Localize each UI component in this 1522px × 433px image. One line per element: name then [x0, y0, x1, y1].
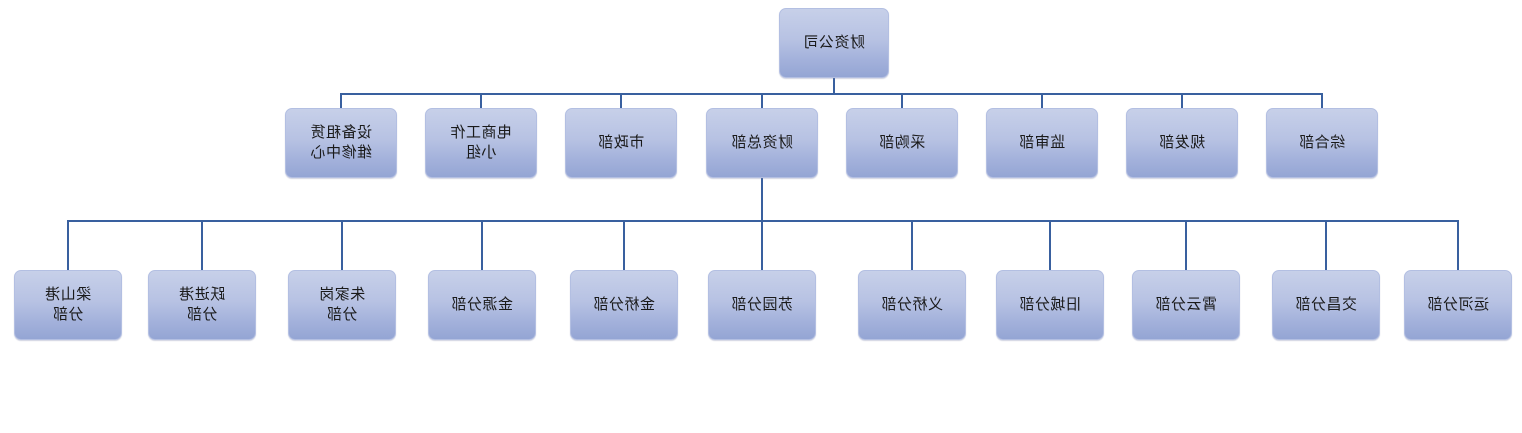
node-label: 综合部 [1298, 133, 1346, 151]
level3-bus [68, 220, 1458, 222]
org-node-level2-4[interactable]: 采购部 [846, 108, 958, 178]
level3-drop-0 [67, 220, 69, 270]
node-label: 运河分部 [1427, 295, 1490, 313]
node-label: 金源分部 [451, 295, 514, 313]
node-label: 义桥分部 [881, 295, 944, 313]
level2-drop-5 [1041, 93, 1043, 108]
org-node-level2-6[interactable]: 规发部 [1126, 108, 1238, 178]
org-node-level3-6[interactable]: 义桥分部 [858, 270, 966, 340]
level2-drop-7 [1321, 93, 1323, 108]
node-label: 采购部 [878, 133, 926, 151]
level3-drop-10 [1457, 220, 1459, 270]
org-node-level2-1[interactable]: 电商工作 小组 [425, 108, 537, 178]
level2-drop-3 [761, 93, 763, 108]
org-node-root[interactable]: 财资公司 [779, 8, 889, 78]
org-node-level3-2[interactable]: 朱家岗 分部 [288, 270, 396, 340]
level2-drop-0 [340, 93, 342, 108]
node-label: 市政部 [597, 133, 645, 151]
org-node-level3-0[interactable]: 梁山港 分部 [14, 270, 122, 340]
org-node-level2-2[interactable]: 市政部 [565, 108, 677, 178]
level3-drop-2 [341, 220, 343, 270]
node-label: 梁山港 分部 [44, 285, 92, 323]
org-node-level3-1[interactable]: 跃进港 分部 [148, 270, 256, 340]
root-stem [833, 78, 835, 93]
level2-drop-2 [620, 93, 622, 108]
level3-stem [761, 178, 763, 220]
node-label: 规发部 [1158, 133, 1206, 151]
org-node-level2-7[interactable]: 综合部 [1266, 108, 1378, 178]
org-node-level3-7[interactable]: 旧城分部 [996, 270, 1104, 340]
level2-drop-1 [480, 93, 482, 108]
org-node-level3-9[interactable]: 交昌分部 [1272, 270, 1380, 340]
level2-drop-6 [1181, 93, 1183, 108]
node-label: 监审部 [1018, 133, 1066, 151]
org-node-level2-5[interactable]: 监审部 [986, 108, 1098, 178]
node-label: 财资总部 [731, 133, 794, 151]
level2-drop-4 [901, 93, 903, 108]
level3-drop-3 [481, 220, 483, 270]
org-node-level3-3[interactable]: 金源分部 [428, 270, 536, 340]
node-label: 财资公司 [803, 33, 866, 51]
node-label: 霄云分部 [1155, 295, 1218, 313]
level3-drop-4 [623, 220, 625, 270]
org-node-level2-0[interactable]: 设备租赁 维修中心 [285, 108, 397, 178]
level3-drop-8 [1185, 220, 1187, 270]
org-node-level2-3[interactable]: 财资总部 [706, 108, 818, 178]
level3-drop-5 [761, 220, 763, 270]
org-node-level3-8[interactable]: 霄云分部 [1132, 270, 1240, 340]
node-label: 交昌分部 [1295, 295, 1358, 313]
level3-drop-1 [201, 220, 203, 270]
org-node-level3-5[interactable]: 苏园分部 [708, 270, 816, 340]
level2-bus [341, 93, 1322, 95]
node-label: 旧城分部 [1019, 295, 1082, 313]
node-label: 跃进港 分部 [178, 285, 226, 323]
node-label: 金桥分部 [593, 295, 656, 313]
org-node-level3-4[interactable]: 金桥分部 [570, 270, 678, 340]
level3-drop-7 [1049, 220, 1051, 270]
node-label: 苏园分部 [731, 295, 794, 313]
node-label: 设备租赁 维修中心 [310, 123, 373, 161]
org-node-level3-10[interactable]: 运河分部 [1404, 270, 1512, 340]
level3-drop-6 [911, 220, 913, 270]
node-label: 电商工作 小组 [450, 123, 513, 161]
level3-drop-9 [1325, 220, 1327, 270]
node-label: 朱家岗 分部 [318, 285, 366, 323]
